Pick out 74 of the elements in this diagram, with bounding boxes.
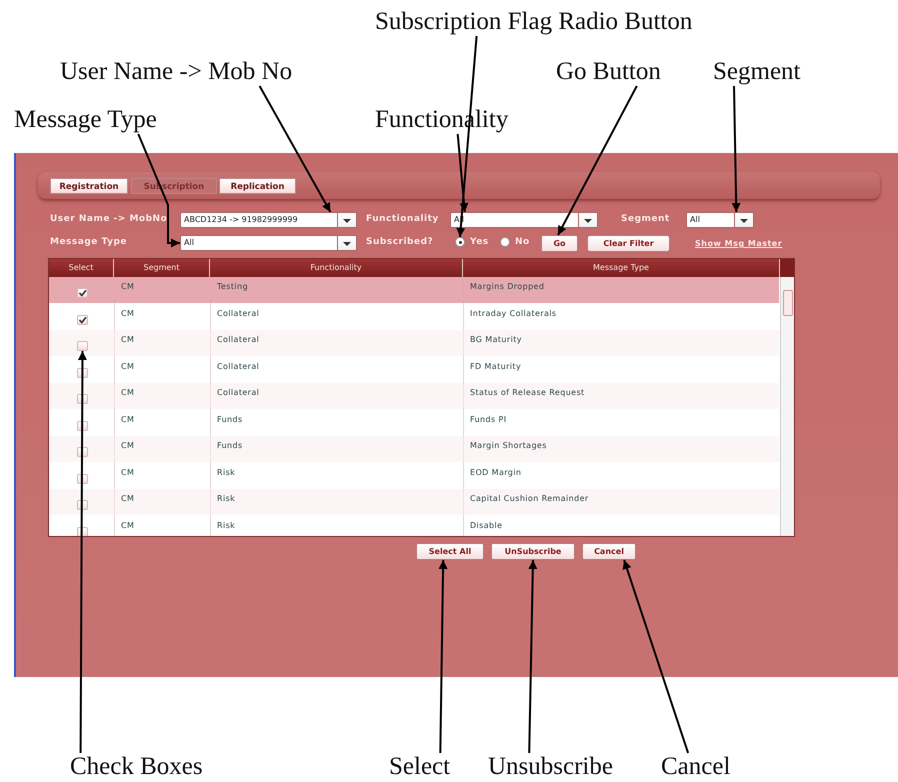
leader-line: [137, 134, 180, 248]
table-cell: CM: [121, 520, 134, 530]
button: Go: [541, 235, 578, 252]
dropdown: All: [180, 235, 357, 251]
table-cell: Collateral: [217, 362, 260, 370]
dropdown: ABCD1234 -> 91982999999: [180, 212, 357, 228]
field-label: Functionality: [366, 214, 439, 224]
table-cell: Status of Release Request: [470, 388, 585, 397]
table-cell: Margins Dropped: [470, 282, 544, 291]
table-cell: Risk: [217, 520, 236, 530]
checkbox: [77, 288, 88, 298]
table-cell: CM: [121, 388, 134, 397]
clear-filter-button: Clear Filter: [587, 235, 670, 252]
table-cell: Funds PI: [470, 414, 506, 424]
table-cell: Funds: [217, 441, 243, 450]
option-label: Yes: [470, 237, 489, 247]
table-cell: EOD Margin: [470, 468, 522, 476]
table-cell: Funds: [217, 414, 243, 424]
table-cell: Collateral: [217, 308, 260, 318]
link: Show Msg Master: [695, 239, 782, 248]
column-header: Segment: [114, 259, 210, 277]
table-cell: Capital Cushion Remainder: [470, 494, 589, 503]
callout-label: Cancel: [661, 753, 730, 781]
table-cell: Intraday Collaterals: [470, 308, 556, 318]
table-cell: Collateral: [217, 388, 260, 397]
callout-label: Check Boxes: [70, 753, 203, 781]
field-label: User Name -> MobNo: [50, 214, 168, 224]
field-label: Message Type: [50, 237, 128, 247]
column-header: Select: [49, 259, 114, 277]
button: Select All: [416, 543, 484, 560]
leader-line: [557, 86, 638, 236]
button: Cancel: [582, 543, 636, 560]
callout-label: Go Button: [556, 58, 661, 86]
table-cell: FD Maturity: [470, 362, 522, 370]
table-cell: Risk: [217, 468, 236, 476]
button: UnSubscribe: [491, 543, 575, 560]
table-cell: Risk: [217, 494, 236, 503]
field-label: Segment: [621, 214, 670, 224]
column-header: Message Type: [463, 259, 780, 277]
table-cell: Disable: [470, 520, 502, 530]
column-header: Functionality: [210, 259, 463, 277]
table-cell: Testing: [217, 282, 248, 291]
leader-line: [456, 36, 478, 238]
leader-line: [456, 134, 468, 212]
checkbox: [77, 314, 88, 324]
table-cell: CM: [121, 441, 134, 450]
table-cell: CM: [121, 414, 134, 424]
callout-label: Subscription Flag Radio Button: [375, 8, 692, 36]
checkbox: [77, 341, 88, 351]
callout-label: Select: [389, 753, 450, 781]
callout-label: Unsubscribe: [488, 753, 613, 781]
table-cell: CM: [121, 282, 134, 291]
callout-label: Message Type: [14, 106, 157, 134]
option-label: No: [515, 237, 530, 247]
table-cell: CM: [121, 494, 134, 503]
table-cell: CM: [121, 308, 134, 318]
callout-label: Segment: [713, 58, 800, 86]
leader-line: [438, 560, 448, 754]
dropdown: All: [686, 212, 754, 228]
leader-line: [732, 86, 741, 212]
tab: Registration: [50, 178, 128, 194]
table-cell: BG Maturity: [470, 335, 522, 344]
field-label: Subscribed?: [366, 237, 434, 247]
leader-line: [622, 560, 690, 754]
leader-line: [258, 86, 332, 212]
table-cell: CM: [121, 362, 134, 370]
table-cell: CM: [121, 468, 134, 476]
leader-line: [528, 560, 538, 754]
table-cell: CM: [121, 335, 134, 344]
tab: Replication: [219, 178, 296, 194]
table-cell: Margin Shortages: [470, 441, 547, 450]
callout-label: User Name -> Mob No: [60, 58, 292, 86]
table-cell: Collateral: [217, 335, 260, 344]
leader-line: [78, 351, 87, 753]
